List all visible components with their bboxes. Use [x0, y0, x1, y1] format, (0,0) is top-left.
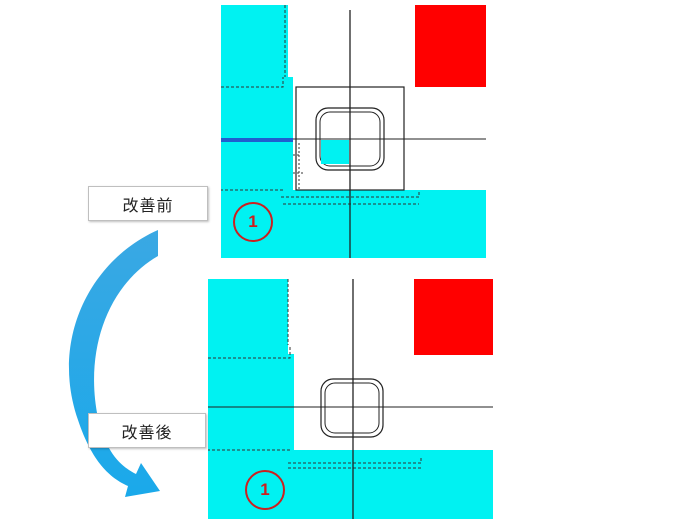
dashed-outline — [221, 5, 420, 205]
red-block — [414, 279, 493, 355]
before-label: 改善前 — [88, 186, 208, 221]
before-cad-drawing — [221, 5, 486, 258]
rounded-square-hole-icon — [320, 378, 384, 438]
marker-before: 1 — [233, 202, 273, 242]
after-cad-drawing — [208, 279, 493, 519]
after-label: 改善後 — [88, 413, 206, 448]
cyan-region — [208, 279, 493, 519]
red-block — [415, 5, 486, 87]
rounded-square-hole-icon — [315, 107, 385, 171]
cyan-region — [221, 5, 486, 258]
square-outline — [295, 86, 405, 191]
marker-after: 1 — [245, 470, 285, 510]
blue-line — [221, 138, 293, 142]
dashed-outline — [208, 279, 422, 469]
